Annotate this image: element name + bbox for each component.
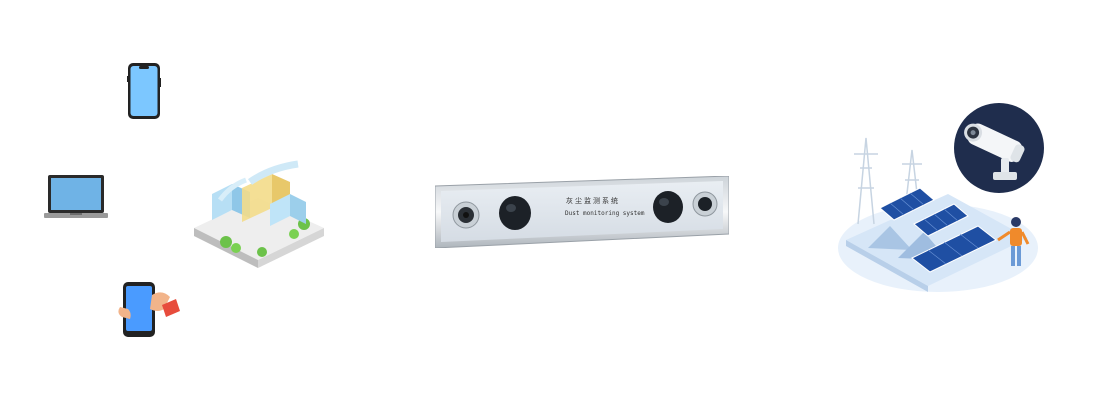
solar-farm-illustration xyxy=(828,128,1038,298)
hand-holding-phone-icon xyxy=(118,281,180,339)
device-label-english: Dust monitoring system xyxy=(565,210,645,217)
factory-isometric-illustration xyxy=(192,160,326,270)
smartphone-icon xyxy=(127,62,161,120)
security-camera-icon xyxy=(953,102,1045,194)
device-label-chinese: 灰尘监测系统 xyxy=(566,197,620,205)
dust-monitoring-device: 灰尘监测系统 Dust monitoring system xyxy=(434,175,730,249)
laptop-icon xyxy=(44,174,108,220)
